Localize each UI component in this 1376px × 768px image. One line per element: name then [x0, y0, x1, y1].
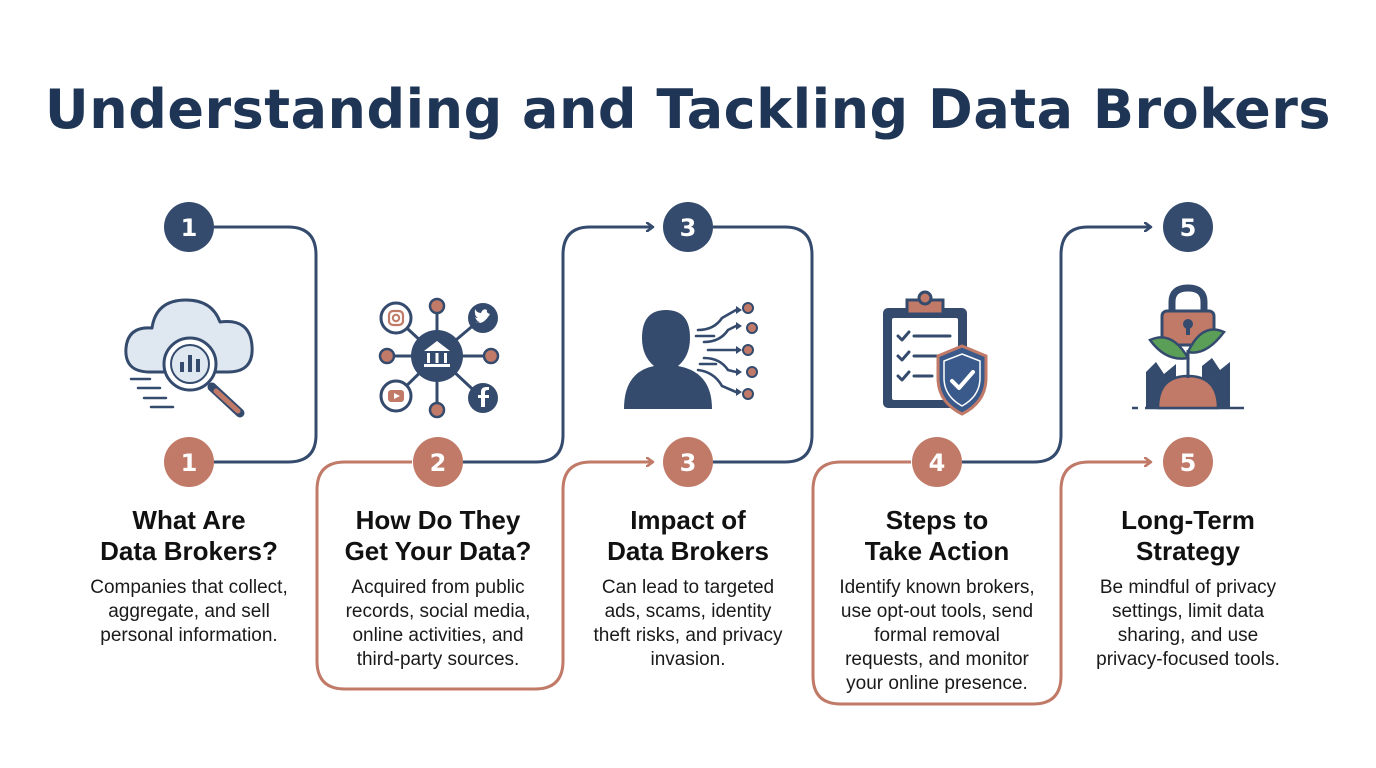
badge-top-5: 5: [1163, 202, 1213, 252]
badge-step-1: 1: [164, 437, 214, 487]
badge-step-4: 4: [912, 437, 962, 487]
person-data-flow-icon: [624, 302, 758, 409]
step-4-description: Identify known brokers, use opt-out tool…: [839, 577, 1035, 694]
step-4-title: Steps to Take Action: [864, 505, 1010, 566]
svg-text:1: 1: [181, 449, 198, 477]
badge-step-2: 2: [413, 437, 463, 487]
connector-4-to-5: [962, 227, 1150, 464]
svg-text:2: 2: [430, 449, 447, 477]
badge-step-5: 5: [1163, 437, 1213, 487]
step-3-title: Impact of Data Brokers: [607, 505, 769, 566]
badge-step-3: 3: [663, 437, 713, 487]
badge-top-1: 1: [164, 202, 214, 252]
clipboard-shield-icon: [883, 290, 988, 416]
cloud-search-icon: [124, 298, 254, 418]
step-3-description: Can lead to targeted ads, scams, identit…: [593, 577, 783, 670]
svg-text:4: 4: [929, 449, 946, 477]
badge-top-3: 3: [663, 202, 713, 252]
step-2-description: Acquired from public records, social med…: [345, 577, 531, 670]
step-1-description: Companies that collect, aggregate, and s…: [90, 577, 288, 646]
lock-plant-icon: [1132, 284, 1244, 410]
svg-text:3: 3: [680, 449, 697, 477]
connector-2-to-3: [463, 227, 652, 464]
step-5-title: Long-Term Strategy: [1121, 505, 1255, 566]
connector-card-2: [315, 462, 652, 691]
step-5-description: Be mindful of privacy settings, limit da…: [1096, 577, 1280, 670]
svg-text:5: 5: [1180, 449, 1197, 477]
step-2-title: How Do They Get Your Data?: [344, 505, 532, 566]
page-title: Understanding and Tackling Data Brokers: [44, 78, 1332, 141]
svg-text:5: 5: [1180, 214, 1197, 242]
data-network-icon: [378, 297, 500, 419]
step-1-title: What Are Data Brokers?: [100, 505, 278, 566]
connector-card-4: [811, 462, 1150, 706]
svg-text:3: 3: [680, 214, 697, 242]
connector-top-1: [214, 225, 318, 464]
svg-text:1: 1: [181, 214, 198, 242]
connector-top-3: [713, 225, 814, 464]
